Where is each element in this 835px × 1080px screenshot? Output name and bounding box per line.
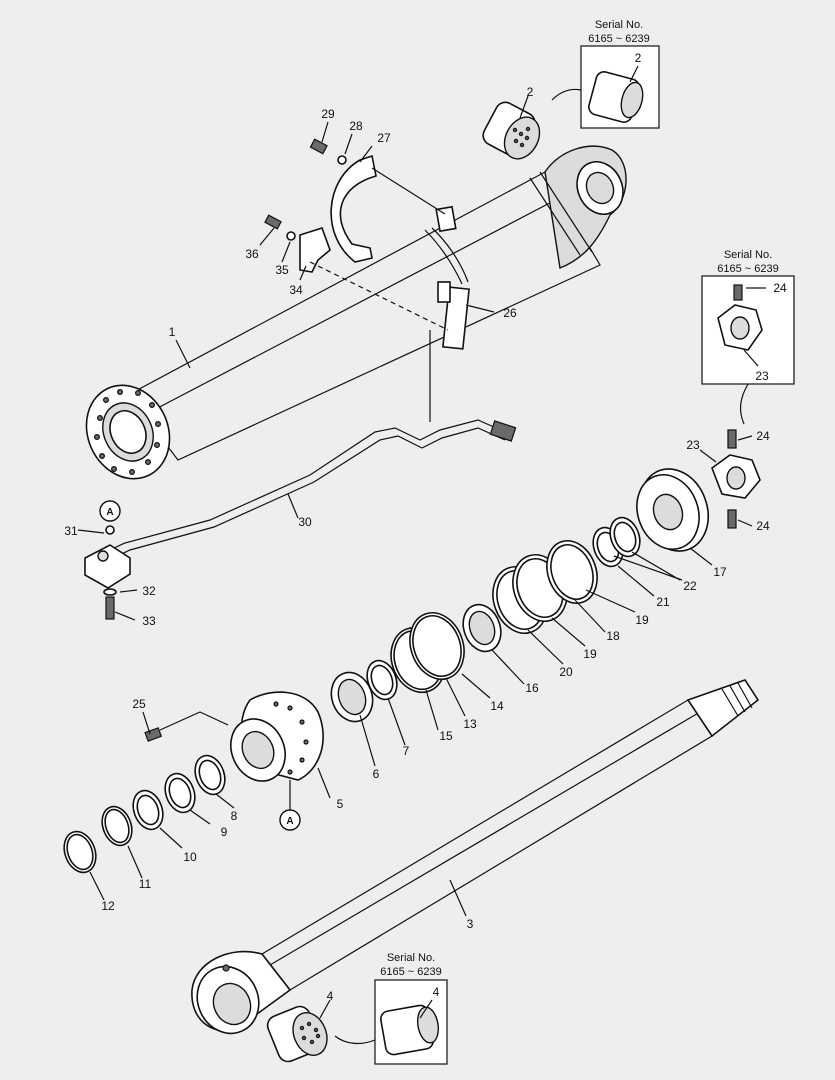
- piston: [636, 468, 709, 552]
- label-28: 28: [349, 119, 363, 133]
- label-18: 18: [606, 629, 620, 643]
- label-34: 34: [289, 283, 303, 297]
- label-24a: 24: [756, 429, 770, 443]
- label-4: 4: [327, 989, 334, 1003]
- label-7: 7: [403, 744, 410, 758]
- hydraulic-pipe: [84, 419, 517, 620]
- label-23: 23: [686, 438, 700, 452]
- label-30: 30: [298, 515, 312, 529]
- serial-box-2: Serial No. 6165 ~ 6239 24 23: [701, 249, 795, 425]
- label-20: 20: [559, 665, 573, 679]
- clamp-bracket: [309, 138, 457, 263]
- callout-a-bottom-label: A: [286, 816, 293, 827]
- label-9: 9: [221, 825, 228, 839]
- cylinder-tube: [85, 145, 627, 480]
- pin-bushing-bottom: [266, 1005, 328, 1063]
- label-36: 36: [245, 247, 259, 261]
- label-22: 22: [683, 579, 697, 593]
- serial-box-part-23: 23: [755, 369, 769, 383]
- label-19b: 19: [583, 647, 597, 661]
- label-14: 14: [490, 699, 504, 713]
- label-15: 15: [439, 729, 453, 743]
- label-29: 29: [321, 107, 335, 121]
- piston-rod: [191, 679, 760, 1035]
- label-10: 10: [183, 850, 197, 864]
- label-12: 12: [101, 899, 115, 913]
- label-26: 26: [503, 306, 517, 320]
- label-11: 11: [139, 877, 152, 891]
- label-19a: 19: [635, 613, 649, 627]
- label-33: 33: [142, 614, 156, 628]
- callout-a-bottom: A: [279, 780, 301, 831]
- serial-box-part: 4: [433, 985, 440, 999]
- label-13: 13: [463, 717, 477, 731]
- label-5: 5: [337, 797, 344, 811]
- serial-box-3: Serial No. 6165 ~ 6239 4: [334, 952, 448, 1065]
- label-2: 2: [527, 85, 534, 99]
- serial-box-title: Serial No.: [724, 249, 772, 261]
- serial-box-range: 6165 ~ 6239: [588, 33, 649, 45]
- piston-nut: [711, 429, 761, 529]
- label-17: 17: [713, 565, 727, 579]
- pipe-bracket: [437, 281, 470, 350]
- label-31: 31: [64, 524, 78, 538]
- rod-cover: [144, 691, 324, 782]
- label-27: 27: [377, 131, 391, 145]
- serial-box-title: Serial No.: [595, 19, 643, 31]
- serial-box-part-24: 24: [773, 281, 787, 295]
- label-21: 21: [656, 595, 670, 609]
- serial-box-range: 6165 ~ 6239: [717, 263, 778, 275]
- piston-seals: [330, 516, 641, 723]
- label-24b: 24: [756, 519, 770, 533]
- serial-box-range: 6165 ~ 6239: [380, 966, 441, 978]
- callout-a-top-label: A: [106, 507, 113, 518]
- label-1: 1: [169, 325, 176, 339]
- label-6: 6: [373, 767, 380, 781]
- small-clamp: [264, 214, 331, 273]
- serial-box-1: Serial No. 6165 ~ 6239 2: [551, 19, 660, 129]
- label-25: 25: [132, 697, 146, 711]
- label-3: 3: [467, 917, 474, 931]
- callout-a-top: A: [99, 500, 121, 522]
- serial-box-part: 2: [635, 51, 642, 65]
- label-8: 8: [231, 809, 238, 823]
- part-labels: 1 2 3 4 5 6 7 8 9 10 11 12 13 14 15 16 1…: [64, 85, 770, 1003]
- serial-box-title: Serial No.: [387, 952, 435, 964]
- label-16: 16: [525, 681, 539, 695]
- label-32: 32: [142, 584, 156, 598]
- label-35: 35: [275, 263, 289, 277]
- rod-seals: [63, 754, 226, 874]
- pin-bushing-top: [482, 101, 541, 160]
- leader-lines: [77, 95, 753, 1019]
